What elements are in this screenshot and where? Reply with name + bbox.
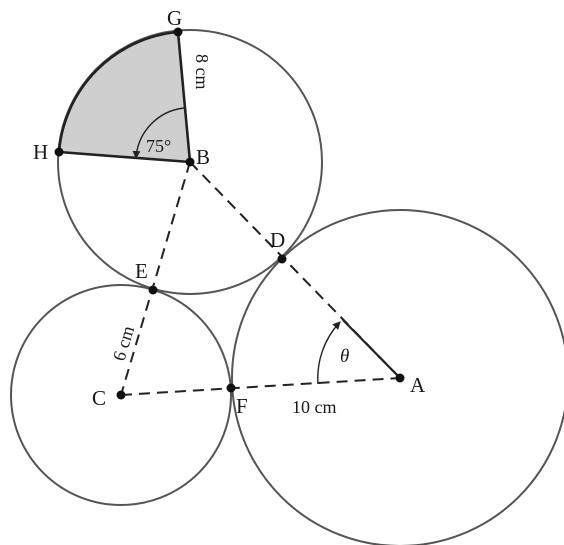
radius-bh [58, 150, 191, 164]
point-g [173, 27, 183, 37]
circle-c [10, 284, 232, 506]
line-bc [120, 161, 191, 396]
sector-arc [57, 30, 179, 153]
label-sector-angle: 75° [146, 136, 171, 156]
label-d: D [270, 228, 285, 252]
line-ca [120, 377, 401, 396]
angle-arc-theta [317, 321, 341, 385]
label-f: F [236, 394, 248, 418]
label-b: B [196, 145, 210, 169]
label-theta: θ [340, 346, 349, 367]
angle-arc-75 [132, 107, 185, 159]
circle-a [231, 209, 564, 545]
label-bg-length: 8 cm [192, 54, 212, 90]
label-g: G [167, 6, 182, 30]
point-c [116, 390, 126, 400]
point-e [148, 285, 158, 295]
point-a [395, 373, 405, 383]
label-e: E [135, 259, 148, 283]
circle-b [57, 29, 323, 295]
line-ab [189, 161, 401, 379]
label-a: A [410, 373, 426, 397]
radius-bg [176, 31, 192, 163]
point-h [54, 147, 64, 157]
point-f [226, 383, 236, 393]
shaded-sector [59, 32, 190, 162]
point-d [277, 254, 287, 264]
label-c: C [92, 386, 106, 410]
label-h: H [33, 140, 48, 164]
label-ce-length: 6 cm [109, 323, 139, 363]
theta-ray [342, 319, 401, 379]
point-b [185, 157, 195, 167]
label-af-length: 10 cm [292, 397, 337, 417]
